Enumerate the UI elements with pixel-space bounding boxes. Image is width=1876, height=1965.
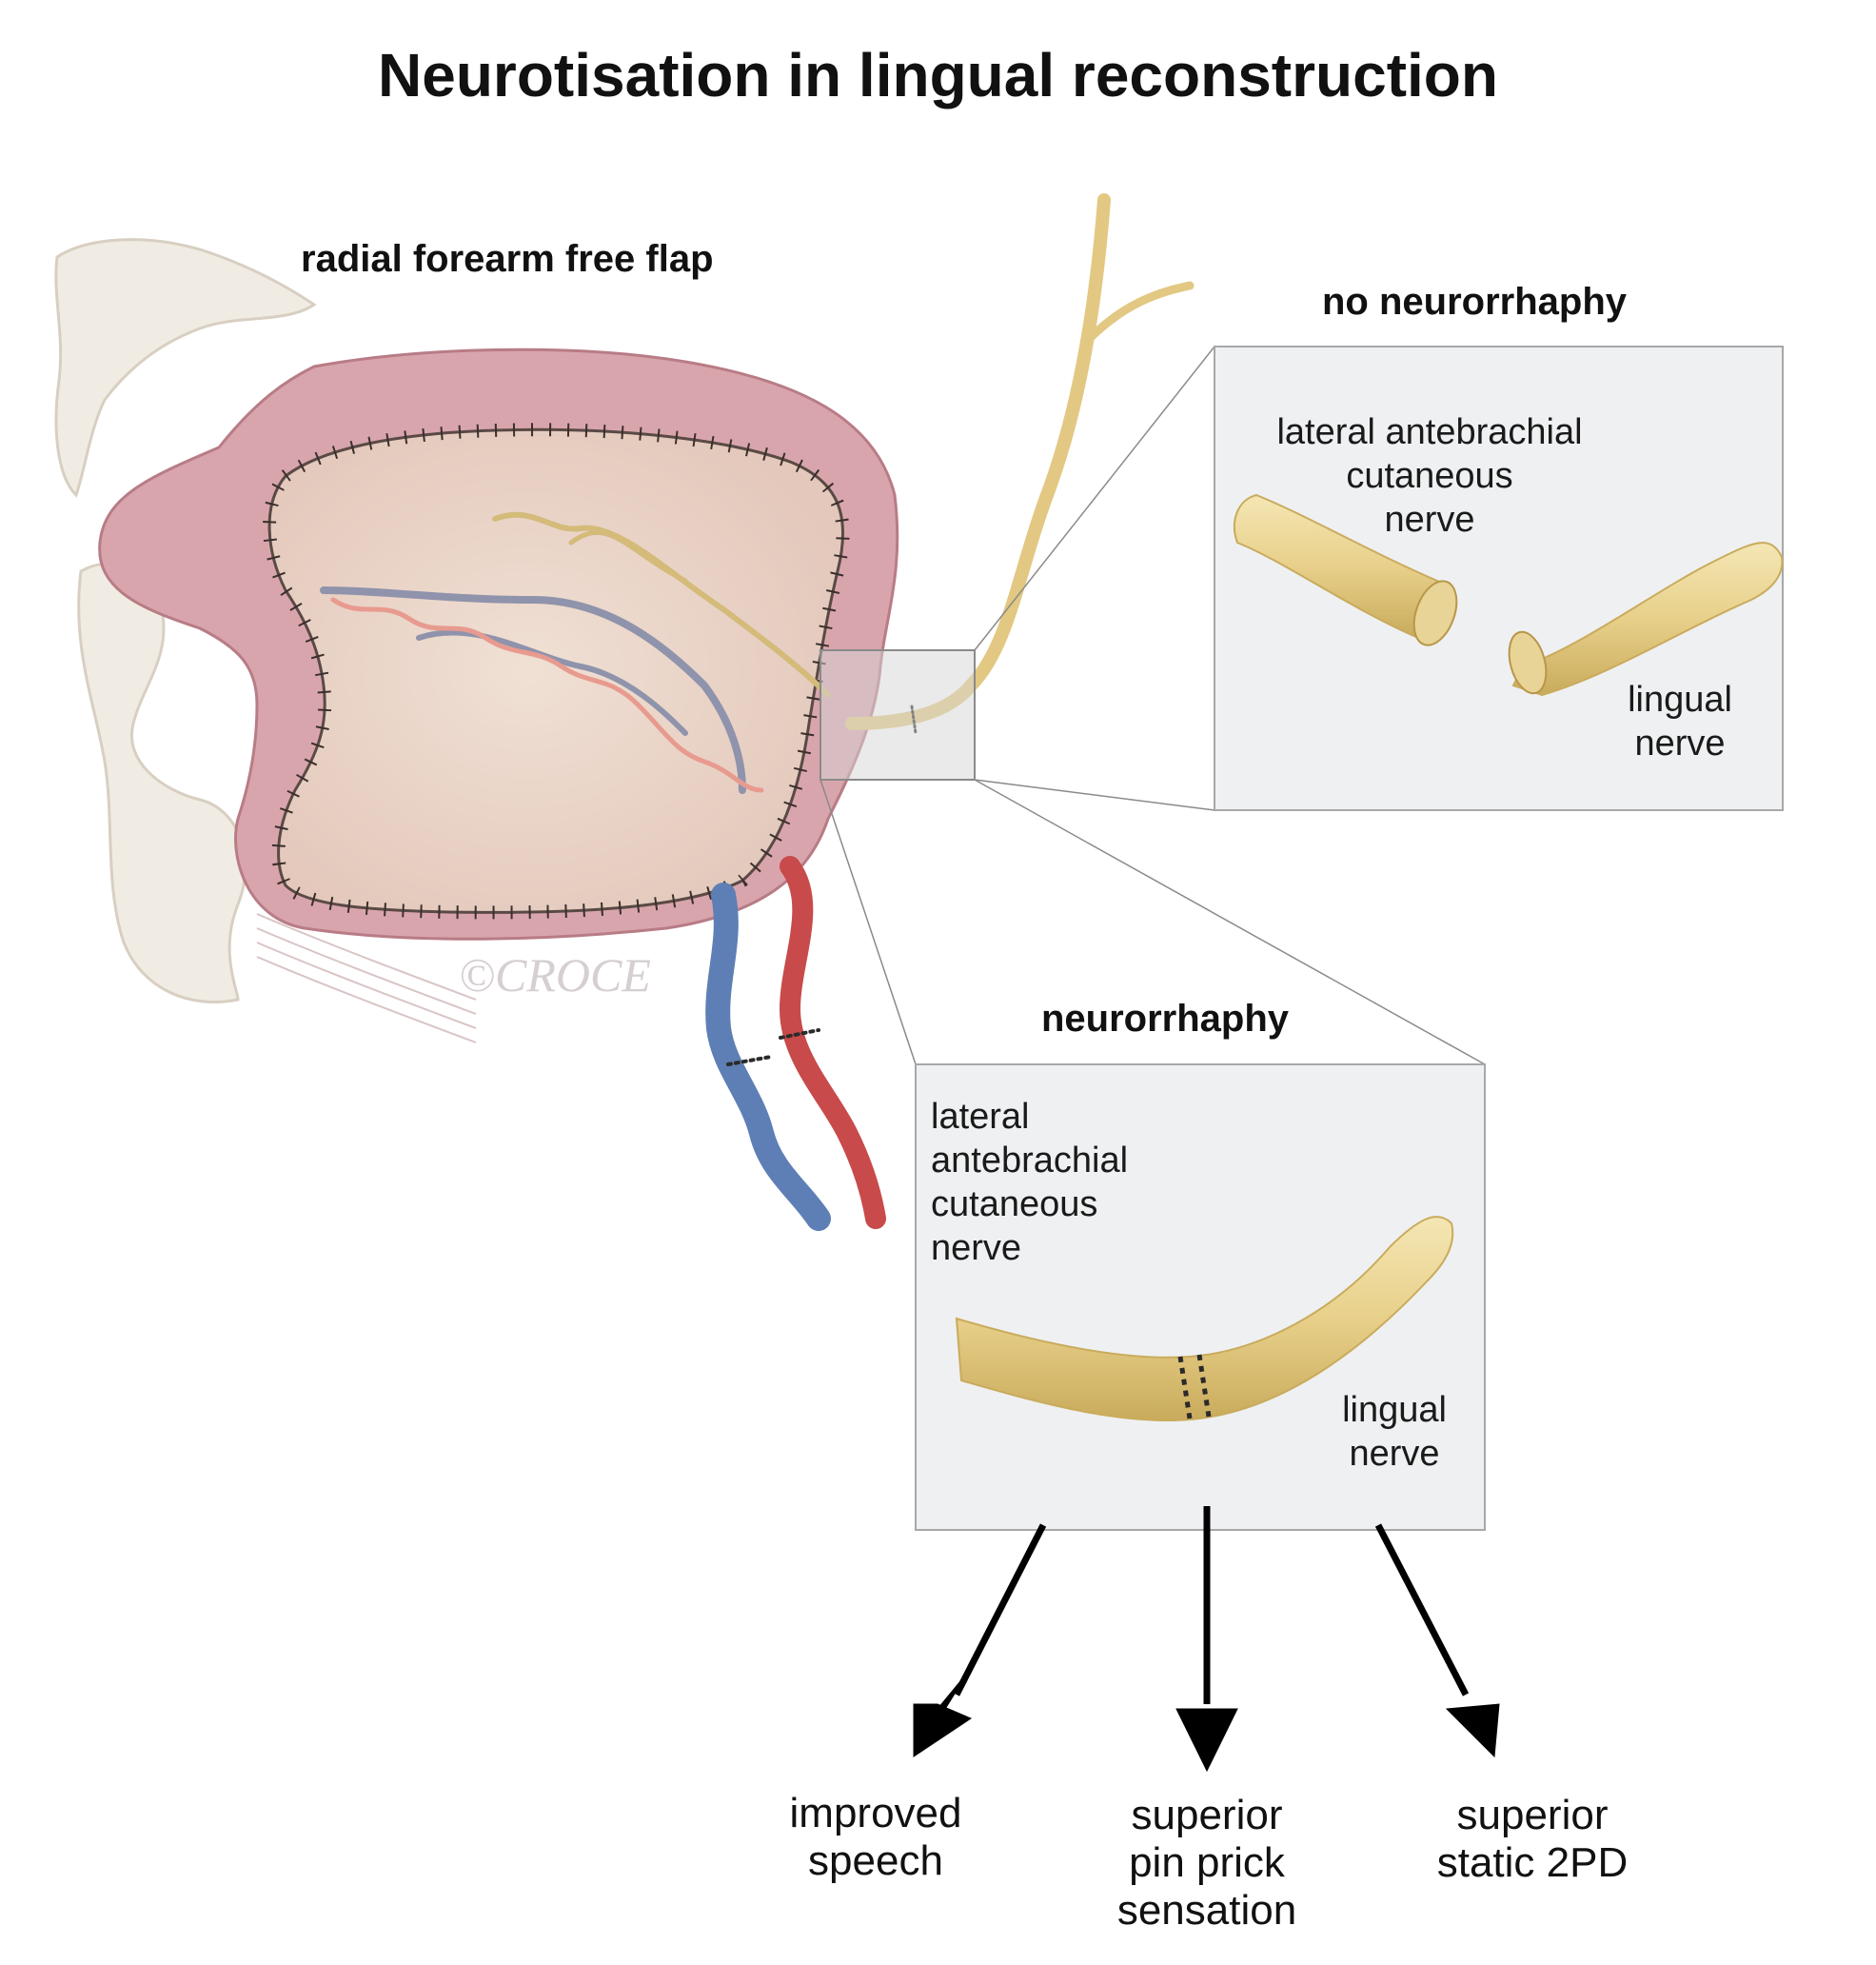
neurorrhaphy-heading: neurorrhaphy <box>1041 998 1290 1040</box>
label-line: cutaneous <box>931 1184 1098 1224</box>
page-title: Neurotisation in lingual reconstruction <box>378 41 1498 109</box>
muscle-fibers <box>256 913 477 1043</box>
outcome-line: sensation <box>1116 1887 1297 1934</box>
outcome-line: improved <box>789 1790 962 1836</box>
label-line: antebrachial <box>931 1141 1129 1181</box>
label-line: lingual <box>1342 1390 1447 1430</box>
outcome-line: superior <box>1131 1792 1283 1838</box>
no-neurorrhaphy-heading: no neurorrhaphy <box>1322 281 1628 323</box>
flap-vessels <box>320 511 831 794</box>
label-line: nerve <box>931 1228 1022 1268</box>
label-line: lingual <box>1628 680 1732 720</box>
no-neurorrhaphy-donor-label: lateral antebrachial cutaneous nerve <box>1258 410 1601 542</box>
zoom-region <box>820 346 1486 1065</box>
severed-lingual-nerve <box>1508 542 1784 697</box>
jaw-bone <box>54 238 317 1003</box>
neurorrhaphy-panel <box>915 1063 1486 1531</box>
severed-donor-nerve <box>1233 493 1458 646</box>
watermark-signature: ©CROCE <box>459 948 651 1002</box>
pedicle-vessels <box>705 856 886 1231</box>
coapted-nerve <box>955 1216 1454 1421</box>
outcome-pin-prick: superior pin prick sensation <box>1093 1792 1321 1935</box>
label-line: lateral antebrachial <box>1276 412 1583 452</box>
outcome-arrows <box>913 1506 1500 1773</box>
outcome-line: static 2PD <box>1436 1839 1629 1886</box>
outcome-improved-speech: improved speech <box>761 1790 990 1885</box>
outcome-line: speech <box>808 1837 943 1884</box>
outcome-line: superior <box>1456 1792 1609 1838</box>
label-line: nerve <box>1634 724 1726 764</box>
outcome-static-2pd: superior static 2PD <box>1399 1792 1666 1887</box>
label-line: lateral <box>931 1097 1030 1137</box>
label-line: nerve <box>1349 1434 1440 1474</box>
label-line: nerve <box>1384 500 1475 540</box>
outcome-line: pin prick <box>1129 1839 1285 1886</box>
label-line: cutaneous <box>1346 456 1513 496</box>
neurorrhaphy-lingual-label: lingual nerve <box>1333 1388 1456 1476</box>
neurorrhaphy-donor-label: lateral antebrachial cutaneous nerve <box>931 1095 1128 1270</box>
no-neurorrhaphy-panel <box>1214 346 1784 811</box>
flap-label: radial forearm free flap <box>301 238 714 280</box>
no-neurorrhaphy-lingual-label: lingual nerve <box>1618 678 1742 765</box>
